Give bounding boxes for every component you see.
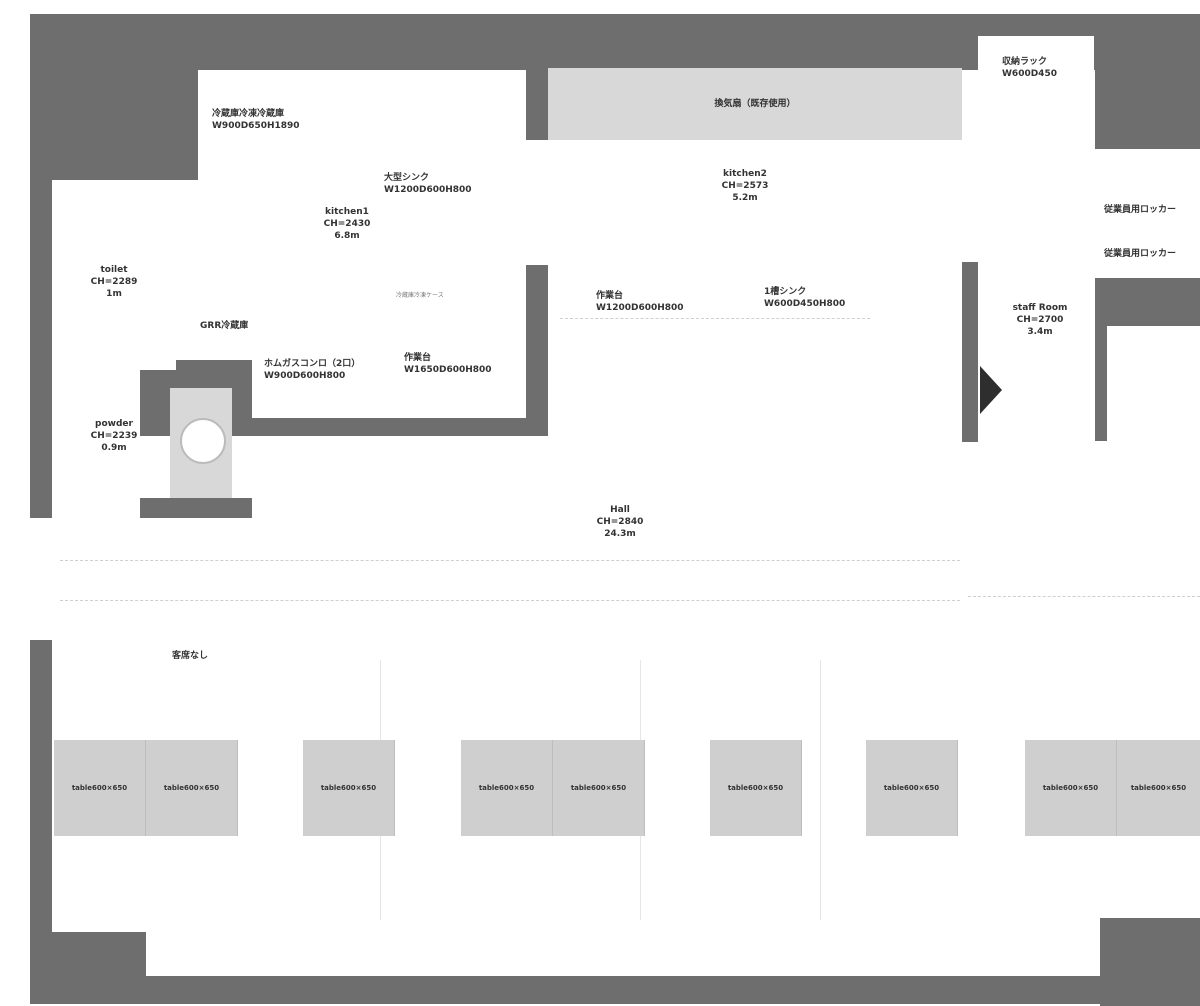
table: table600×650 <box>146 740 238 836</box>
powder-label: powder CH=2239 0.9m <box>90 419 138 453</box>
rack-label: 収納ラック W600D450 <box>1002 57 1057 79</box>
kitchen1-room <box>198 70 526 360</box>
dimension-line <box>560 318 870 319</box>
grid-line <box>820 660 821 920</box>
table-label: table600×650 <box>1042 784 1099 792</box>
sink-large-label: 大型シンク W1200D600H800 <box>384 173 472 195</box>
stair-triangle-icon <box>980 366 1002 414</box>
staff-room-label: staff Room CH=2700 3.4m <box>1012 303 1068 337</box>
wall-bottom-right-pier <box>1100 918 1200 1006</box>
table: table600×650 <box>1117 740 1200 836</box>
table: table600×650 <box>54 740 146 836</box>
hall-label: Hall CH=2840 24.3m <box>596 505 644 539</box>
worktable1-label: 作業台 W1650D600H800 <box>404 353 492 375</box>
kitchen2-label: kitchen2 CH=2573 5.2m <box>721 169 769 203</box>
table-label: table600×650 <box>320 784 377 792</box>
kitchen1-side-label: GRR冷蔵庫 <box>200 321 249 331</box>
locker1-label: 従業員用ロッカー <box>1104 205 1177 215</box>
hood-band-label: 換気扇（既存使用） <box>714 99 796 109</box>
table: table600×650 <box>866 740 958 836</box>
table: table600×650 <box>303 740 395 836</box>
wall-right-mid <box>1095 278 1200 326</box>
locker2-label: 従業員用ロッカー <box>1104 249 1177 259</box>
wall-bottom <box>30 976 1200 1004</box>
table-label: table600×650 <box>478 784 535 792</box>
sink-note-label: 冷蔵庫冷凍ケース <box>396 292 444 299</box>
wall-staff-left <box>962 262 980 442</box>
table-label: table600×650 <box>883 784 940 792</box>
table: table600×650 <box>1025 740 1117 836</box>
dimension-line <box>60 560 960 561</box>
hood-band <box>548 68 962 140</box>
table-label: table600×650 <box>1130 784 1187 792</box>
wall-bottom-left-pier <box>30 932 146 1002</box>
right-small-room <box>1107 326 1200 441</box>
wall-kitchen-divider <box>526 70 548 140</box>
dimension-line <box>968 596 1200 597</box>
wall-left-upper <box>30 180 52 518</box>
table-label: table600×650 <box>570 784 627 792</box>
dimension-line <box>60 600 960 601</box>
wall-right-top-block <box>1095 14 1200 149</box>
kitchen1-lower-room <box>252 360 526 418</box>
table: table600×650 <box>710 740 802 836</box>
right-corridor <box>1094 150 1200 278</box>
table-label: table600×650 <box>163 784 220 792</box>
wall-top-left-block <box>30 14 198 180</box>
fridge-label: 冷蔵庫冷凍冷蔵庫 W900D650H1890 <box>212 109 300 131</box>
wall-kitchen-divider-2 <box>526 265 548 415</box>
kitchen1-label: kitchen1 CH=2430 6.8m <box>323 207 371 241</box>
worktable2-label: 作業台 W1200D600H800 <box>596 291 684 313</box>
toilet-room <box>52 180 176 370</box>
toilet-label: toilet CH=2289 1m <box>90 265 138 299</box>
table-label: table600×650 <box>727 784 784 792</box>
wall-right-mid-2 <box>1095 326 1107 441</box>
table-label: table600×650 <box>71 784 128 792</box>
wall-left-lower <box>30 640 52 1000</box>
sink-small-label: 1槽シンク W600D450H800 <box>764 287 846 309</box>
stove-label: ホムガスコンロ（2口） W900D600H800 <box>264 359 361 381</box>
table: table600×650 <box>553 740 645 836</box>
toilet-bowl-icon <box>180 418 226 464</box>
table: table600×650 <box>461 740 553 836</box>
wall-powder-bottom <box>140 498 252 518</box>
hall-note-label: 客席なし <box>172 651 209 661</box>
